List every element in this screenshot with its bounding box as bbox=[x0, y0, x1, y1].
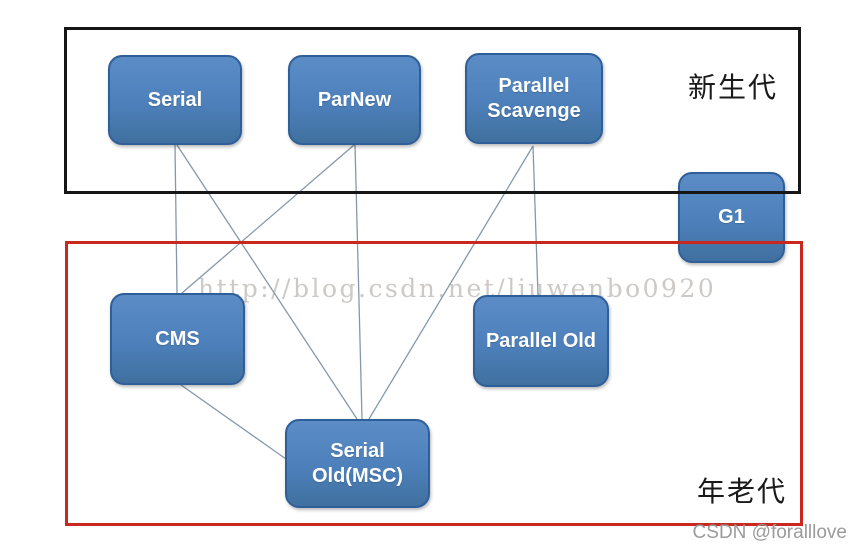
edge-parnew-cms bbox=[181, 144, 355, 294]
young-generation-label: 新生代 bbox=[688, 72, 779, 103]
node-serial: Serial bbox=[108, 55, 242, 145]
young-generation-region bbox=[64, 27, 801, 194]
edge-serial-cms bbox=[174, 144, 178, 294]
node-cms-label: CMS bbox=[155, 327, 200, 350]
node-serial-old-label: Serial Old(MSC) bbox=[311, 439, 404, 487]
node-parallel-old-label: Parallel Old bbox=[485, 329, 597, 352]
edge-serial-serialold bbox=[176, 144, 358, 420]
node-parnew: ParNew bbox=[288, 55, 421, 145]
edge-cms-serialold bbox=[180, 384, 287, 460]
node-parallel-scavenge-label: Parallel Scavenge bbox=[487, 74, 581, 122]
node-g1: G1 bbox=[678, 172, 785, 263]
old-generation-region bbox=[65, 241, 803, 526]
node-cms: CMS bbox=[110, 293, 245, 385]
node-parnew-label: ParNew bbox=[317, 88, 392, 111]
node-serial-old: Serial Old(MSC) bbox=[285, 419, 430, 508]
node-parallel-scavenge: Parallel Scavenge bbox=[465, 53, 603, 144]
watermark-blog-url: http://blog.csdn.net/liuwenbo0920 bbox=[198, 274, 717, 303]
watermark-csdn-user: CSDN @foralllove bbox=[692, 522, 847, 543]
edge-parnew-serialold bbox=[354, 144, 363, 420]
old-generation-label: 年老代 bbox=[697, 476, 788, 507]
node-serial-label: Serial bbox=[147, 88, 203, 111]
node-g1-label: G1 bbox=[718, 206, 745, 228]
node-parallel-old: Parallel Old bbox=[473, 295, 609, 387]
edge-pscav-parallelold bbox=[532, 145, 539, 296]
